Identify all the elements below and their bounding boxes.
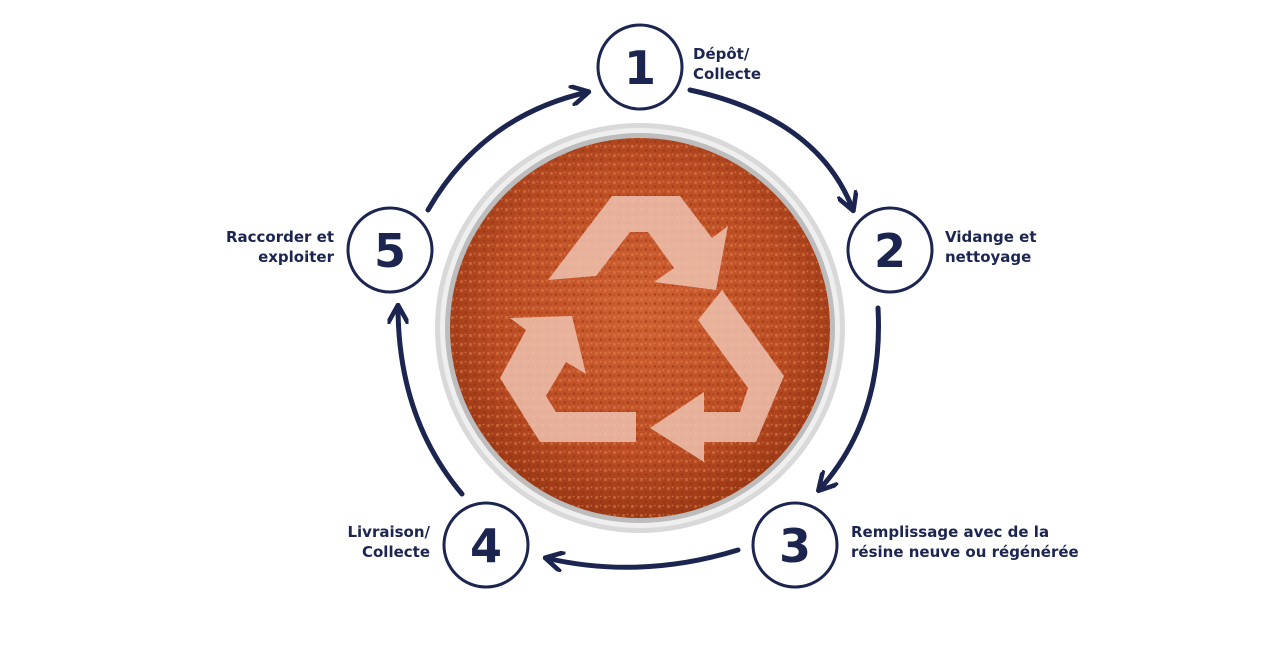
step-3-label: Remplissage avec de la résine neuve ou r… (851, 522, 1079, 562)
step-5-number: 5 (374, 224, 406, 278)
step-3-number: 3 (779, 519, 811, 573)
step-4-label-line2: Collecte (361, 543, 430, 561)
step-5-label-line2: exploiter (258, 248, 334, 266)
step-4-circle (442, 501, 530, 589)
step-3-label-line2: résine neuve ou régénérée (851, 543, 1079, 561)
step-3-circle (751, 501, 839, 589)
arrow-step1-to-step2 (687, 87, 853, 210)
arrow-step5-to-step1 (425, 92, 588, 213)
step-4-number: 4 (470, 519, 502, 573)
step-2-number: 2 (874, 224, 906, 278)
arrow-step2-to-step3 (819, 305, 881, 490)
recycle-icon (500, 196, 784, 462)
step-5: 5 (346, 206, 434, 294)
step-4-label-line1: Livraison/ (347, 523, 430, 541)
step-1: 1 (596, 23, 684, 111)
step-3: 3 (751, 501, 839, 589)
step-1-label-line2: Collecte (693, 65, 762, 83)
step-4: 4 (442, 501, 530, 589)
cycle-arrows (398, 87, 881, 567)
arrow-step3-to-step4 (546, 547, 741, 567)
step-1-number: 1 (624, 41, 656, 95)
step-3-label-line1: Remplissage avec de la (851, 523, 1050, 541)
step-4-label: Livraison/ Collecte (347, 522, 430, 562)
step-1-label: Dépôt/ Collecte (693, 44, 761, 84)
resin-container (435, 123, 845, 533)
step-2-label: Vidange et nettoyage (945, 227, 1037, 267)
step-1-circle (596, 23, 684, 111)
step-5-circle (346, 206, 434, 294)
step-2-label-line1: Vidange et (945, 228, 1037, 246)
step-1-label-line1: Dépôt/ (693, 45, 750, 63)
step-5-label: Raccorder et exploiter (226, 227, 334, 267)
step-5-label-line1: Raccorder et (225, 228, 334, 246)
step-2-label-line2: nettoyage (945, 248, 1032, 266)
arrow-step4-to-step5 (398, 306, 465, 497)
step-2: 2 (846, 206, 934, 294)
step-2-circle (846, 206, 934, 294)
